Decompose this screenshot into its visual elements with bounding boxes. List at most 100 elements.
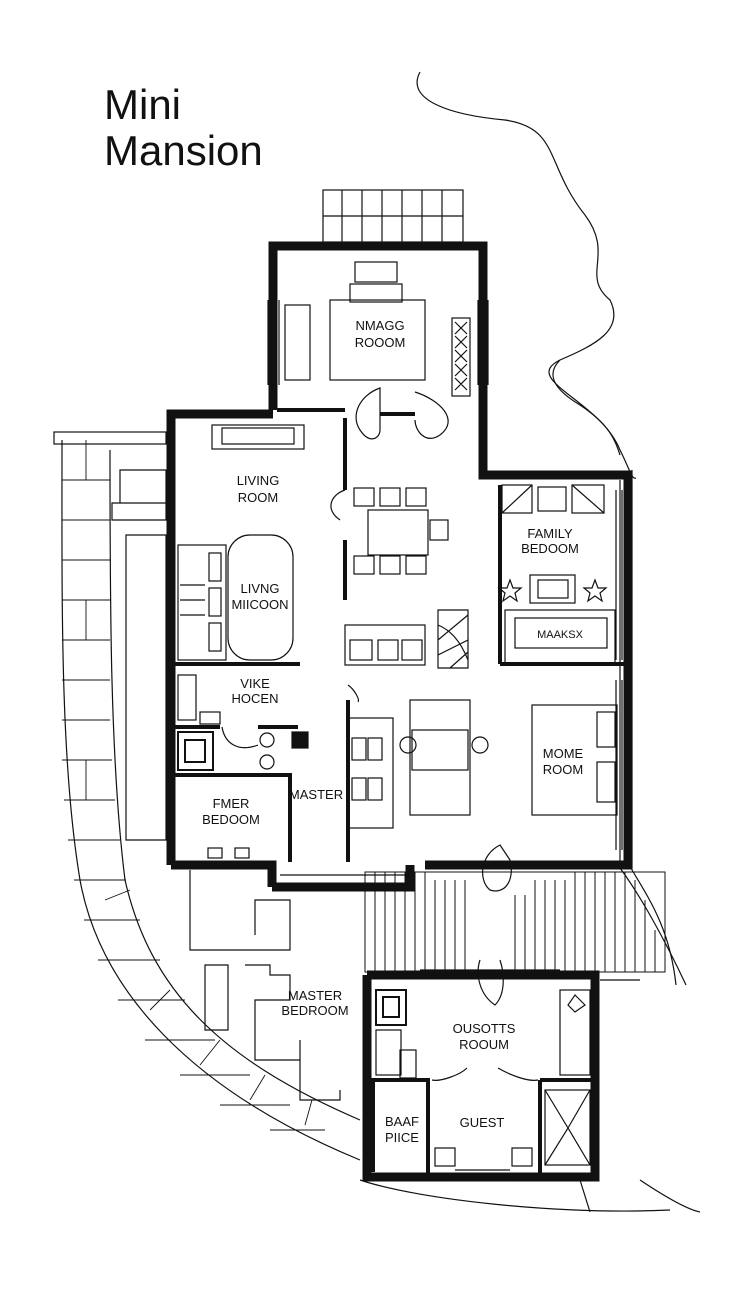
fireplace xyxy=(211,424,305,450)
entry-steps xyxy=(53,431,167,445)
dining-bed xyxy=(329,299,426,381)
bedroom-stool-2 xyxy=(234,847,250,859)
balcony-tile-lines xyxy=(323,190,463,242)
label-kitchen-1: VIKE xyxy=(240,676,270,691)
family-cabinet-3 xyxy=(571,484,605,514)
label-office-2: PIICE xyxy=(385,1130,419,1145)
label-more-room-1: MOME xyxy=(543,746,584,761)
small-bed-wall xyxy=(175,725,298,862)
kitchen-counter-inner-2 xyxy=(377,639,399,661)
guest-shelf xyxy=(375,1029,402,1076)
door-guest-left xyxy=(431,1067,468,1081)
doors xyxy=(221,387,539,1081)
guest-nightstand-1 xyxy=(434,1147,456,1167)
title-line-2: Mansion xyxy=(104,127,263,174)
dining-wall xyxy=(268,241,488,410)
guest-stove-inner xyxy=(382,996,400,1018)
chair-2 xyxy=(379,487,401,507)
label-guest: GUEST xyxy=(460,1115,505,1130)
master-dresser-1 xyxy=(351,737,367,761)
living-bench xyxy=(177,544,227,661)
right-curved-wall xyxy=(631,470,677,986)
chair-4 xyxy=(353,555,375,575)
label-dining-1: NMAGG xyxy=(355,318,404,333)
kitchen-stove xyxy=(177,731,214,771)
door-dining-right xyxy=(414,391,449,439)
dining-bed-headboard xyxy=(349,283,403,303)
exterior-walls xyxy=(166,241,633,1182)
label-office-1: BAAF xyxy=(385,1114,419,1129)
label-more-room-2: ROOM xyxy=(543,762,583,777)
label-guests-2: ROOUM xyxy=(459,1037,509,1052)
label-master-bed-2: BEDROOM xyxy=(281,1003,348,1018)
dining-table xyxy=(367,509,429,556)
master-pillow-2 xyxy=(471,736,489,754)
furniture xyxy=(177,261,618,1167)
guest-stove xyxy=(375,989,407,1026)
deck-boards xyxy=(374,872,656,972)
chair-5 xyxy=(379,555,401,575)
family-cabinet-3-x xyxy=(571,484,605,514)
label-living-2: ROOM xyxy=(238,490,278,505)
more-room-sofa xyxy=(531,704,618,816)
main-wall-south xyxy=(171,860,415,892)
window-guest xyxy=(420,969,560,976)
room-labels: NMAGG ROOOM LIVING ROOM LIVNG MIICOON FA… xyxy=(202,318,583,1145)
family-sofa-seat xyxy=(514,617,608,649)
label-small-bed-1: FMER xyxy=(213,796,250,811)
kitchen-chair xyxy=(199,711,221,725)
label-guests-1: OUSOTTS xyxy=(453,1021,516,1036)
chair-3 xyxy=(405,487,427,507)
garden-path-curve-2 xyxy=(552,359,621,456)
entry-landing xyxy=(111,469,167,841)
door-deck xyxy=(482,844,512,892)
family-sofa xyxy=(504,609,616,666)
chair-1 xyxy=(353,487,375,507)
plan-title: Mini Mansion xyxy=(104,82,263,174)
dining-bed-pillow xyxy=(354,261,398,283)
door-kitchen-arc xyxy=(347,684,360,703)
dining-radiator-pattern xyxy=(454,321,468,391)
dining-radiator xyxy=(451,317,471,397)
more-room-cushion-1 xyxy=(596,711,616,748)
window-dining-west xyxy=(267,300,280,385)
interior-walls xyxy=(175,408,625,1173)
label-family-2: BEDOOM xyxy=(521,541,579,556)
master-bed-sheet xyxy=(411,729,469,771)
master-dresser-4 xyxy=(367,777,383,801)
window-frames xyxy=(267,300,623,1179)
kitchen-stove-inner xyxy=(184,739,206,763)
label-small-bed-2: BEDOOM xyxy=(202,812,260,827)
label-dining-2: ROOOM xyxy=(355,335,406,350)
fireplace-inner xyxy=(221,427,295,445)
guest-side-table xyxy=(559,989,591,1076)
title-line-1: Mini xyxy=(104,81,182,128)
kitchen-counter xyxy=(344,624,426,666)
stairs xyxy=(437,609,469,669)
door-dining-left xyxy=(355,387,381,440)
garden-path-curve xyxy=(416,71,637,479)
label-living-1: LIVING xyxy=(237,473,280,488)
dining-bottom-wall xyxy=(277,408,415,416)
label-kitchen-2: HOCEN xyxy=(232,691,279,706)
master-dresser xyxy=(347,717,394,829)
guest-divider xyxy=(370,1078,592,1173)
chair-7 xyxy=(429,519,449,541)
door-kitchen xyxy=(221,726,259,749)
family-star-right xyxy=(582,578,608,603)
more-room-cushion-2 xyxy=(596,761,616,803)
master-dresser-2 xyxy=(367,737,383,761)
label-family-sofa: MAAKSX xyxy=(537,629,584,641)
living-sofa xyxy=(227,534,294,661)
dining-nightstand xyxy=(284,304,311,381)
kitchen-counter-inner-3 xyxy=(401,639,423,661)
guest-shower-x xyxy=(544,1089,591,1166)
main-wall-north xyxy=(166,409,633,870)
door-guest-right xyxy=(497,1067,539,1081)
kitchen-counter-inner xyxy=(349,639,373,661)
living-bench-c1 xyxy=(208,552,222,582)
guest-wall xyxy=(362,970,600,1182)
bedroom-stool-1 xyxy=(207,847,223,859)
kitchen-burner-2 xyxy=(259,754,275,770)
